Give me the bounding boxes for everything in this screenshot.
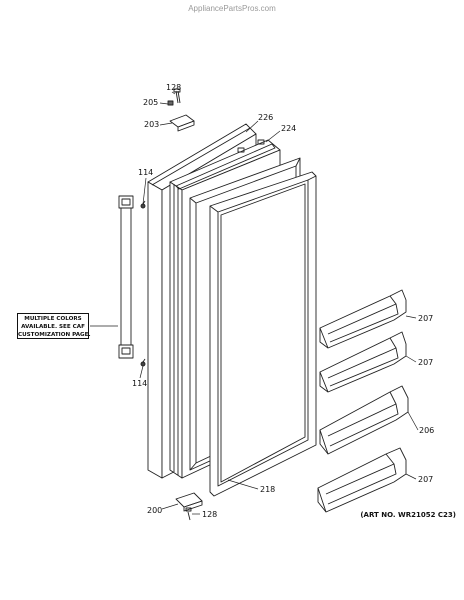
label-128-top: 128 (166, 83, 181, 92)
label-206: 206 (419, 426, 434, 435)
art-number: (ART NO. WR21052 C23) (360, 511, 456, 519)
callout-line-1: MULTIPLE COLORS (24, 316, 82, 322)
part-labels: 128 205 203 226 224 114 114 207 207 206 … (132, 83, 434, 519)
watermark: AppliancePartsPros.com (188, 4, 276, 13)
label-205: 205 (143, 98, 158, 107)
label-224: 224 (281, 124, 296, 133)
door-bin-207-c (317, 447, 407, 513)
bottom-hinge (175, 492, 203, 521)
label-114-top: 114 (138, 168, 153, 177)
label-128-bottom: 128 (202, 510, 217, 519)
label-226: 226 (258, 113, 273, 122)
label-207-c: 207 (418, 475, 433, 484)
label-207-a: 207 (418, 314, 433, 323)
leader-lines (90, 91, 419, 515)
label-114-bottom: 114 (132, 379, 147, 388)
top-hinge (167, 88, 195, 132)
callout-line-3: CUSTOMIZATION PAGE. (18, 332, 91, 338)
label-207-b: 207 (418, 358, 433, 367)
color-options-callout: MULTIPLE COLORS AVAILABLE. SEE CAF CUSTO… (17, 313, 91, 339)
door-bin-206 (319, 385, 409, 455)
label-200: 200 (147, 506, 162, 515)
door-bin-207-b (319, 331, 407, 393)
label-218: 218 (260, 485, 275, 494)
label-203: 203 (144, 120, 159, 129)
callout-line-2: AVAILABLE. SEE CAF (21, 324, 85, 330)
door-bin-207-a (319, 289, 407, 349)
door-handle (118, 195, 134, 359)
screw-114 (140, 200, 146, 367)
door-gasket (209, 171, 317, 497)
